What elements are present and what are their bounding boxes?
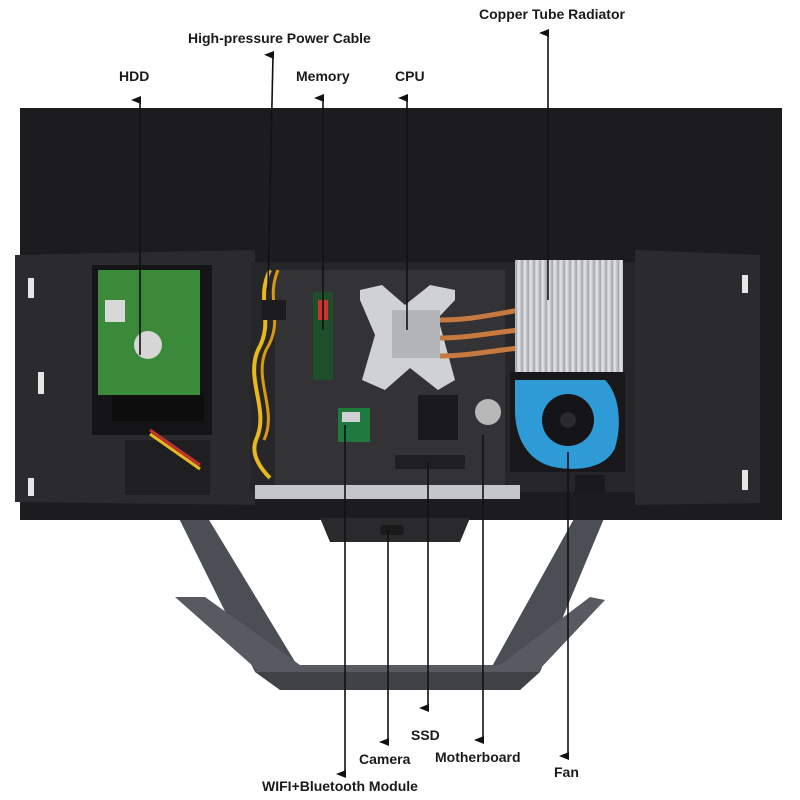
stand [160, 472, 620, 690]
ssd-slot [395, 455, 465, 469]
power-cable-label: High-pressure Power Cable [188, 30, 371, 46]
radiator-label: Copper Tube Radiator [479, 6, 625, 22]
hdd-label: HDD [119, 68, 150, 84]
wifi-label: WIFI+Bluetooth Module [262, 778, 418, 794]
callout-lines [131, 29, 569, 778]
cpu-label: CPU [395, 68, 425, 84]
io-rail [255, 485, 520, 499]
ssd-label: SSD [411, 727, 440, 743]
copper-tube-radiator [515, 260, 623, 378]
power-cable-callout [264, 51, 275, 291]
fan-label: Fan [554, 764, 579, 780]
motherboard-label: Motherboard [435, 749, 521, 765]
memory-label: Memory [296, 68, 350, 84]
right-side-panel [635, 250, 760, 505]
camera-label: Camera [359, 751, 411, 767]
